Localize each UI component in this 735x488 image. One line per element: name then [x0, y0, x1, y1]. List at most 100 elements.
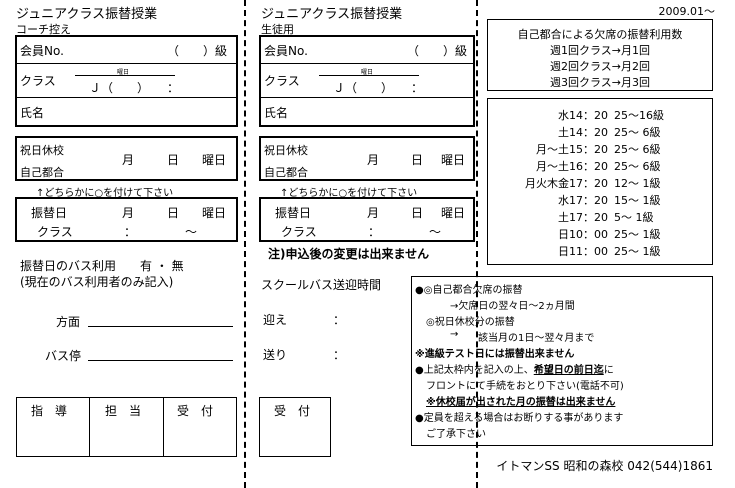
transfer-day-unit: 日 — [411, 206, 424, 220]
schedule-grade: 5～ 1級 — [614, 211, 654, 224]
sign-col-charge: 担 当 — [105, 404, 142, 418]
schedule-time: 月火木金17：20 — [525, 177, 608, 190]
transfer-day-label: 振替日 — [275, 206, 312, 220]
usage-box: 自己都合による欠席の振替利用数 週1回クラス→月1回 週2回クラス→月2回 週3… — [487, 19, 713, 91]
schedule-time: 水17：20 — [558, 194, 608, 207]
rule-7: ●上記太枠内を記入の上、希望日の前日迄に — [415, 361, 614, 376]
rule-3: ◎祝日休校分の振替 — [426, 317, 515, 328]
grade-field[interactable]: （ ）級 — [407, 44, 468, 58]
circle-note: ↑どちらかに○を付けて下さい — [36, 188, 174, 199]
student-form-subtitle: 生徒用 — [261, 23, 294, 36]
rule-8: フロントにて手続をおとり下さい(電話不可) — [426, 381, 624, 392]
circle-note: ↑どちらかに○を付けて下さい — [280, 188, 418, 199]
direction-input-line[interactable] — [88, 326, 233, 327]
footer-contact: イトマンSS 昭和の森校 042(544)1861 — [496, 459, 713, 473]
dropoff-label: 送り — [263, 348, 288, 362]
student-transfer-box: 振替日 月 日 曜日 クラス ： ～ — [259, 197, 475, 242]
usage-title: 自己都合による欠席の振替利用数 — [517, 28, 683, 41]
rule-7c: に — [603, 365, 614, 376]
student-reception-box: 受 付 — [259, 397, 331, 457]
schedule-grade: 15～ 1級 — [614, 194, 661, 207]
coach-form-title: ジュニアクラス振替授業 — [16, 7, 158, 22]
rule-6: ※進級テスト日には振替出来ません — [415, 349, 575, 360]
student-reason-box: 祝日休校 自己都合 月 日 曜日 — [259, 136, 475, 181]
student-form-title: ジュニアクラス振替授業 — [261, 7, 403, 22]
schedule-time: 日10：00 — [558, 228, 608, 241]
transfer-tilde: ～ — [429, 225, 442, 239]
member-no-label: 会員No. — [20, 44, 64, 58]
rule-1: ●◎自己都合欠席の振替 — [415, 285, 523, 296]
bus-stop-label: バス停 — [45, 349, 82, 363]
rule-7a: ●上記太枠内を記入の上、 — [415, 365, 534, 376]
transfer-weekday-label: 曜日 — [441, 206, 466, 220]
class-label: クラス — [20, 74, 56, 88]
rule-5: 該当月の1日～翌々月まで — [478, 333, 595, 344]
transfer-tilde: ～ — [185, 225, 198, 239]
usage-line-1: 週1回クラス→月1回 — [550, 44, 650, 57]
coach-form-subtitle: コーチ控え — [16, 23, 71, 36]
grade-field[interactable]: （ ）級 — [167, 44, 228, 58]
schedule-grade: 25～ 1級 — [614, 228, 661, 241]
rule-7b: 希望日の前日迄 — [533, 365, 604, 376]
member-no-label: 会員No. — [264, 44, 308, 58]
transfer-day-label: 振替日 — [31, 206, 68, 220]
bus-stop-input-line[interactable] — [88, 360, 233, 361]
rules-box: ●◎自己都合欠席の振替 →欠席日の翌々日～2ヵ月間 ◎祝日休校分の振替 → 該当… — [411, 276, 713, 446]
month-label: 月 — [367, 153, 380, 167]
cut-line-right — [476, 0, 478, 488]
weekday-small-label: 曜日 — [361, 69, 374, 76]
cut-line-left — [244, 0, 246, 488]
change-note: 注)申込後の変更は出来ません — [268, 247, 430, 261]
day-label: 日 — [167, 153, 180, 167]
schedule-time: 月～土15：20 — [536, 143, 608, 156]
schedule-time: 日11：00 — [558, 245, 608, 258]
weekday-label: 曜日 — [441, 153, 466, 167]
bus-use-line[interactable]: 振替日のバス利用 有 ・ 無 — [20, 259, 184, 273]
direction-label: 方面 — [56, 315, 81, 329]
issue-date: 2009.01～ — [658, 5, 716, 18]
rule-10: ●定員を超える場合はお断りする事があります — [415, 413, 624, 424]
day-label: 日 — [411, 153, 424, 167]
holiday-label[interactable]: 祝日休校 — [264, 144, 308, 157]
reception-label: 受 付 — [274, 404, 311, 418]
transfer-class-label: クラス — [37, 225, 73, 239]
schedule-time: 水14：20 — [558, 109, 608, 122]
coach-sign-table: 指 導 担 当 受 付 — [16, 397, 237, 457]
transfer-weekday-label: 曜日 — [202, 206, 227, 220]
weekday-label: 曜日 — [202, 153, 227, 167]
rule-2: →欠席日の翌々日～2ヵ月間 — [450, 301, 575, 312]
transfer-month-label: 月 — [122, 206, 135, 220]
sign-col-instruct: 指 導 — [31, 404, 68, 418]
class-field[interactable]: Ｊ（ ） ： — [333, 81, 424, 95]
bus-time-title: スクールバス送迎時間 — [261, 278, 382, 292]
schedule-time: 月～土16：20 — [536, 160, 608, 173]
schedule-time: 土17：20 — [558, 211, 608, 224]
schedule-time: 土14：20 — [558, 126, 608, 139]
class-field[interactable]: Ｊ（ ） ： — [89, 81, 180, 95]
self-reason-label[interactable]: 自己都合 — [20, 166, 64, 179]
rule-4: → — [450, 329, 459, 340]
class-label: クラス — [264, 74, 300, 88]
schedule-grade: 25～ 6級 — [614, 126, 661, 139]
transfer-month-label: 月 — [367, 206, 380, 220]
rule-11: ご了承下さい — [426, 429, 486, 440]
name-label: 氏名 — [20, 106, 45, 120]
name-label: 氏名 — [264, 106, 289, 120]
coach-reason-box: 祝日休校 自己都合 月 日 曜日 — [15, 136, 238, 181]
transfer-class-label: クラス — [281, 225, 317, 239]
schedule-grade: 25～ 6級 — [614, 160, 661, 173]
schedule-grade: 12～ 1級 — [614, 177, 661, 190]
sign-col-reception: 受 付 — [177, 404, 214, 418]
coach-member-box: 会員No. （ ）級 クラス 曜日 Ｊ（ ） ： 氏名 — [15, 35, 238, 127]
transfer-colon: ： — [368, 225, 381, 239]
transfer-colon: ： — [124, 225, 137, 239]
weekday-small-label: 曜日 — [117, 69, 130, 76]
dropoff-colon[interactable]: ： — [333, 348, 346, 362]
student-member-box: 会員No. （ ）級 クラス 曜日 Ｊ（ ） ： 氏名 — [259, 35, 475, 127]
schedule-grade: 25～16級 — [614, 109, 664, 122]
self-reason-label[interactable]: 自己都合 — [264, 166, 308, 179]
holiday-label[interactable]: 祝日休校 — [20, 144, 64, 157]
schedule-grade: 25～ 1級 — [614, 245, 661, 258]
pickup-colon[interactable]: ： — [333, 313, 346, 327]
usage-line-3: 週3回クラス→月3回 — [550, 76, 650, 89]
